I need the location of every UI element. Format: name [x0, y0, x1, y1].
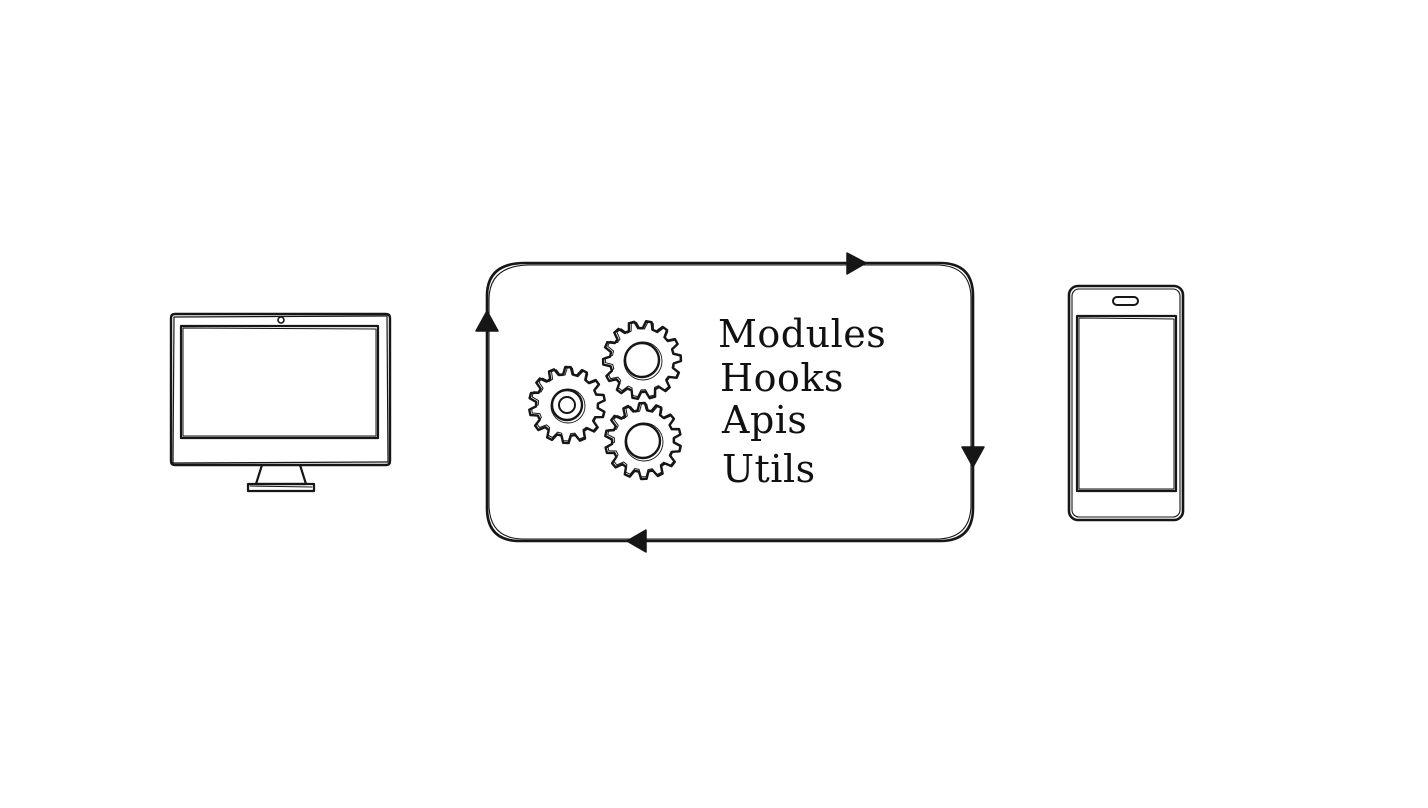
gear-top-icon-outline: [604, 321, 681, 398]
gear-top-icon-hole-ring: [623, 341, 663, 381]
gear-top-icon-hole: [623, 341, 661, 379]
gear-bottom-icon: [604, 401, 682, 481]
desktop-monitor-icon: [169, 312, 392, 493]
gear-left-icon-outline: [531, 367, 605, 442]
gear-bottom-icon-outline: [607, 403, 681, 478]
label-utils: Utils: [722, 447, 816, 491]
smartphone-icon: [1067, 284, 1185, 522]
gear-left-icon: [528, 365, 606, 445]
gear-left-icon-hub: [558, 396, 576, 414]
gear-left-icon-hole-ring: [550, 388, 586, 424]
label-apis: Apis: [722, 398, 808, 442]
gear-bottom-icon-hole-ring: [624, 422, 664, 462]
label-hooks: Hooks: [720, 356, 844, 400]
label-modules: Modules: [718, 312, 887, 356]
gear-left-icon-hole: [550, 388, 584, 422]
gears-icon: [528, 320, 683, 481]
gear-top-icon: [601, 320, 683, 400]
gear-bottom-icon-hole: [624, 422, 662, 460]
cycle-arrows-icon: [475, 252, 985, 553]
